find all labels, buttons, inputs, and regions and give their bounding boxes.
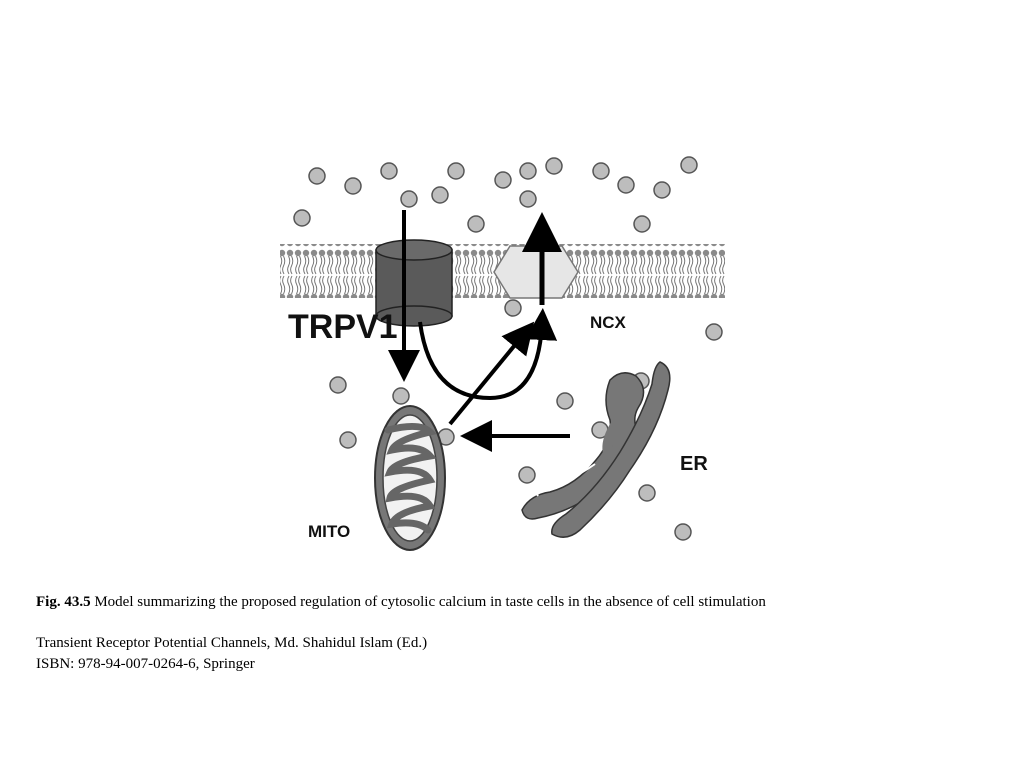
figure-caption-text: Model summarizing the proposed regulatio… [94, 594, 766, 610]
source-citation: Transient Receptor Potential Channels, M… [36, 633, 427, 675]
calcium-ion [519, 162, 537, 180]
diagram-svg: TRPV1 NCX ER MITO [280, 145, 725, 555]
calcium-ion [447, 162, 465, 180]
calcium-ion [504, 299, 522, 317]
calcium-ion [344, 177, 362, 195]
calcium-ion [380, 162, 398, 180]
calcium-ion [556, 392, 574, 410]
calcium-regulation-diagram: TRPV1 NCX ER MITO [270, 140, 730, 560]
calcium-ion [592, 162, 610, 180]
book-title-line: Transient Receptor Potential Channels, M… [36, 635, 428, 651]
calcium-ion [293, 209, 311, 227]
endoplasmic-reticulum [521, 361, 671, 538]
calcium-ion [617, 176, 635, 194]
calcium-ion [308, 167, 326, 185]
calcium-flux-arrows [388, 210, 570, 452]
mito-label: MITO [308, 522, 350, 541]
calcium-ion [680, 156, 698, 174]
calcium-ion [329, 376, 347, 394]
calcium-ion [494, 171, 512, 189]
figure-number: Fig. 43.5 [36, 594, 91, 610]
calcium-ion [705, 323, 723, 341]
figure-caption: Fig. 43.5 Model summarizing the proposed… [36, 592, 996, 612]
mitochondrion [374, 405, 446, 551]
diagram-background [280, 145, 725, 555]
extracellular-calcium-ions [293, 156, 698, 233]
calcium-ion [400, 190, 418, 208]
calcium-ion [674, 523, 692, 541]
trpv1-to-ncx-arrow [418, 308, 558, 401]
calcium-ion [518, 466, 536, 484]
calcium-ion [519, 190, 537, 208]
calcium-ion [633, 215, 651, 233]
ncx-label: NCX [590, 313, 627, 332]
calcium-ion [638, 484, 656, 502]
calcium-ion [653, 181, 671, 199]
isbn-line: ISBN: 978-94-007-0264-6, Springer [36, 656, 255, 672]
intracellular-calcium-ions [329, 299, 723, 541]
calcium-ion [392, 387, 410, 405]
calcium-ion [339, 431, 357, 449]
calcium-ion [545, 157, 563, 175]
mito-to-ncx-arrow [448, 321, 535, 426]
calcium-ion [467, 215, 485, 233]
trpv1-channel [375, 239, 453, 327]
trpv1-label: TRPV1 [288, 308, 398, 346]
ncx-exchanger [493, 245, 579, 299]
calcium-ion [431, 186, 449, 204]
er-label: ER [680, 453, 708, 475]
